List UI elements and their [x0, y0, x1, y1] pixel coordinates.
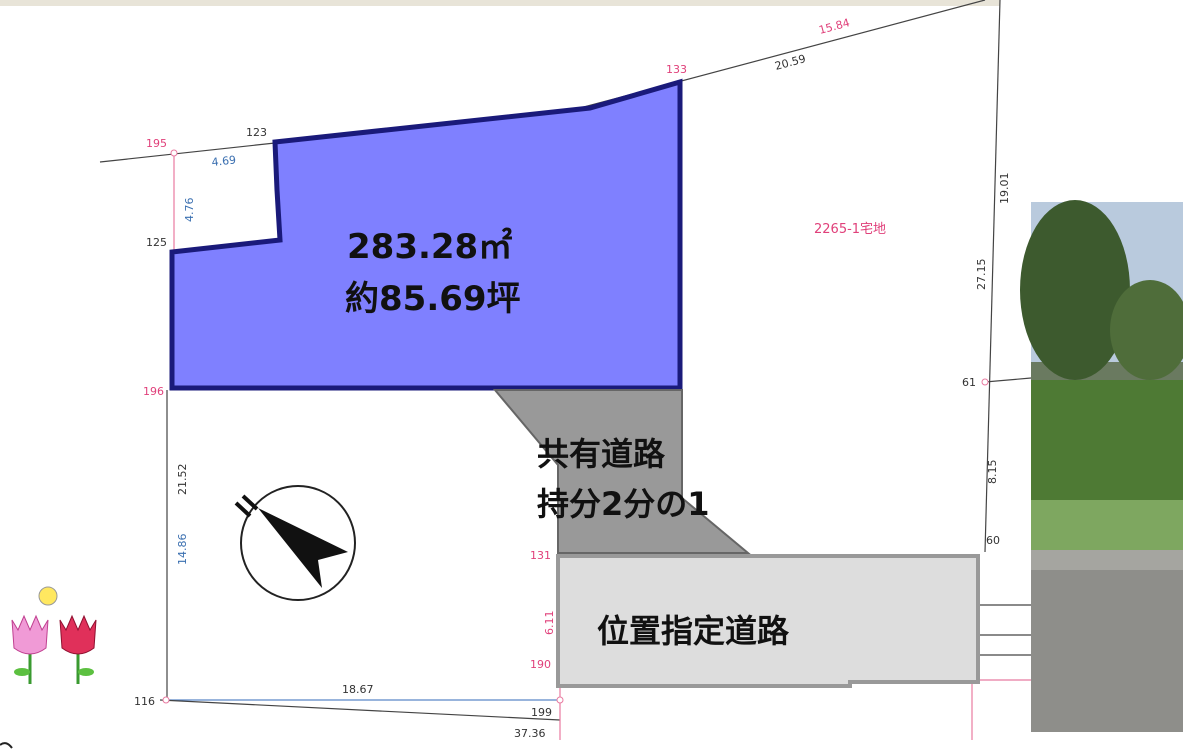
point-label-196: 196 — [143, 385, 164, 398]
distance-label-4-69: 4.69 — [211, 153, 237, 168]
compass-north-arrow-icon — [234, 485, 356, 601]
plot-area — [169, 78, 683, 391]
point-label-60: 60 — [986, 534, 1000, 547]
neighbor-lot-label: 2265-1宅地 — [814, 222, 886, 237]
distance-label-15-84: 15.84 — [817, 16, 851, 37]
site-photo-thumbnail — [1020, 200, 1183, 732]
plot-area-m2-label: 283.28㎡ — [347, 227, 512, 267]
distance-label-21-52: 21.52 — [176, 464, 189, 496]
plot-area-tsubo-label: 約85.69坪 — [345, 279, 521, 319]
point-label-195: 195 — [146, 137, 167, 150]
point-label-125: 125 — [146, 236, 167, 249]
point-label-199: 199 — [531, 706, 552, 719]
point-label-116: 116 — [134, 695, 155, 708]
distance-label-18-67: 18.67 — [342, 683, 374, 696]
shared-road-label-line1: 共有道路 — [537, 435, 666, 473]
distance-label-27-15: 27.15 — [975, 259, 988, 291]
top-strip — [0, 0, 1000, 6]
shared-road-label-line2: 持分2分の1 — [537, 485, 710, 523]
distance-label-8-15: 8.15 — [986, 460, 999, 485]
tulip-decoration-icon — [11, 586, 97, 684]
designated-road-area — [556, 554, 980, 688]
distance-label-4-76: 4.76 — [183, 198, 196, 223]
distance-label-14-86: 14.86 — [176, 534, 189, 566]
distance-label-6-11: 6.11 — [543, 611, 556, 636]
shared-road-area — [492, 389, 751, 554]
point-label-123: 123 — [246, 126, 267, 139]
point-label-133: 133 — [666, 63, 687, 76]
point-label-61: 61 — [962, 376, 976, 389]
point-label-131: 131 — [530, 549, 551, 562]
corner-arc — [0, 742, 13, 749]
point-label-190: 190 — [530, 658, 551, 671]
distance-label-37-36: 37.36 — [514, 727, 546, 740]
designated-road-label: 位置指定道路 — [597, 612, 790, 650]
distance-label-19-01: 19.01 — [998, 173, 1011, 205]
